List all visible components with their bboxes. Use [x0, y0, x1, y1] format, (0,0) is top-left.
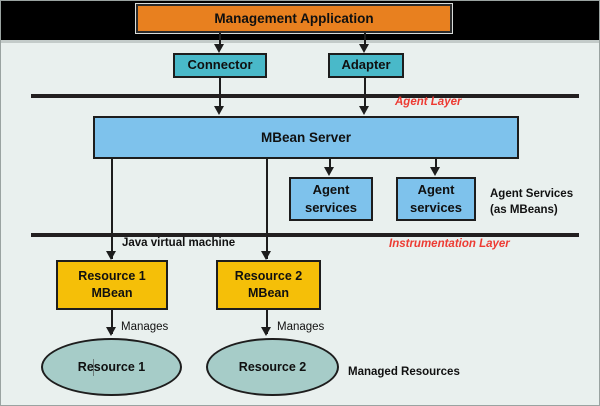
arrowhead-mbean-to-agent-service-1 — [324, 167, 334, 176]
node-mbean-server[interactable]: MBean Server — [93, 116, 519, 159]
label-agent-layer: Agent Layer — [395, 96, 462, 108]
label-managed-resources: Managed Resources — [348, 366, 460, 378]
text-caret — [93, 359, 94, 376]
agent-layer-divider — [31, 94, 579, 98]
node-connector[interactable]: Connector — [173, 53, 267, 78]
label-instrumentation-layer: Instrumentation Layer — [389, 238, 510, 250]
edge-mbean-to-agent-service-1 — [329, 159, 331, 169]
node-resource-2[interactable]: Resource 2 — [206, 338, 339, 396]
arrowhead-resource-2-manages — [261, 327, 271, 336]
node-management-application[interactable]: Management Application — [135, 3, 453, 34]
label-agent-services-group: Agent Services (as MBeans) — [490, 188, 574, 216]
node-resource-1[interactable]: Resource 1 — [41, 338, 182, 396]
arrowhead-connector-to-mbean — [214, 106, 224, 115]
arrowhead-resource-1-manages — [106, 327, 116, 336]
label-manages-2: Manages — [277, 321, 325, 333]
edge-resource-1-mbean-manages — [111, 310, 113, 334]
node-resource-2-mbean[interactable]: Resource 2 MBean — [216, 260, 321, 310]
node-adapter[interactable]: Adapter — [328, 53, 404, 78]
node-resource-1-mbean[interactable]: Resource 1 MBean — [56, 260, 168, 310]
label-java-virtual-machine: Java virtual machine — [122, 237, 236, 249]
instrumentation-layer-divider — [31, 233, 579, 237]
arrowhead-mgmt-to-connector — [214, 44, 224, 53]
edge-connector-to-mbean-upper — [219, 78, 221, 109]
edge-adapter-to-mbean-upper — [364, 78, 366, 109]
arrowhead-mbean-to-resource-1-mbean — [106, 251, 116, 260]
arrowhead-mbean-to-agent-service-2 — [430, 167, 440, 176]
label-manages-1: Manages — [121, 321, 169, 333]
arrowhead-mgmt-to-adapter — [359, 44, 369, 53]
edge-mbean-to-agent-service-2 — [435, 159, 437, 169]
edge-mgmt-to-connector — [219, 33, 221, 46]
edge-resource-2-mbean-manages — [266, 310, 268, 334]
banner-underline — [1, 40, 599, 43]
node-agent-services-1[interactable]: Agent services — [289, 177, 373, 221]
node-agent-services-2[interactable]: Agent services — [396, 177, 476, 221]
edge-mgmt-to-adapter — [364, 33, 366, 46]
edge-mbean-to-resource-2-mbean — [266, 159, 268, 259]
edge-mbean-to-resource-1-mbean — [111, 159, 113, 259]
arrowhead-adapter-to-mbean — [359, 106, 369, 115]
arrowhead-mbean-to-resource-2-mbean — [261, 251, 271, 260]
